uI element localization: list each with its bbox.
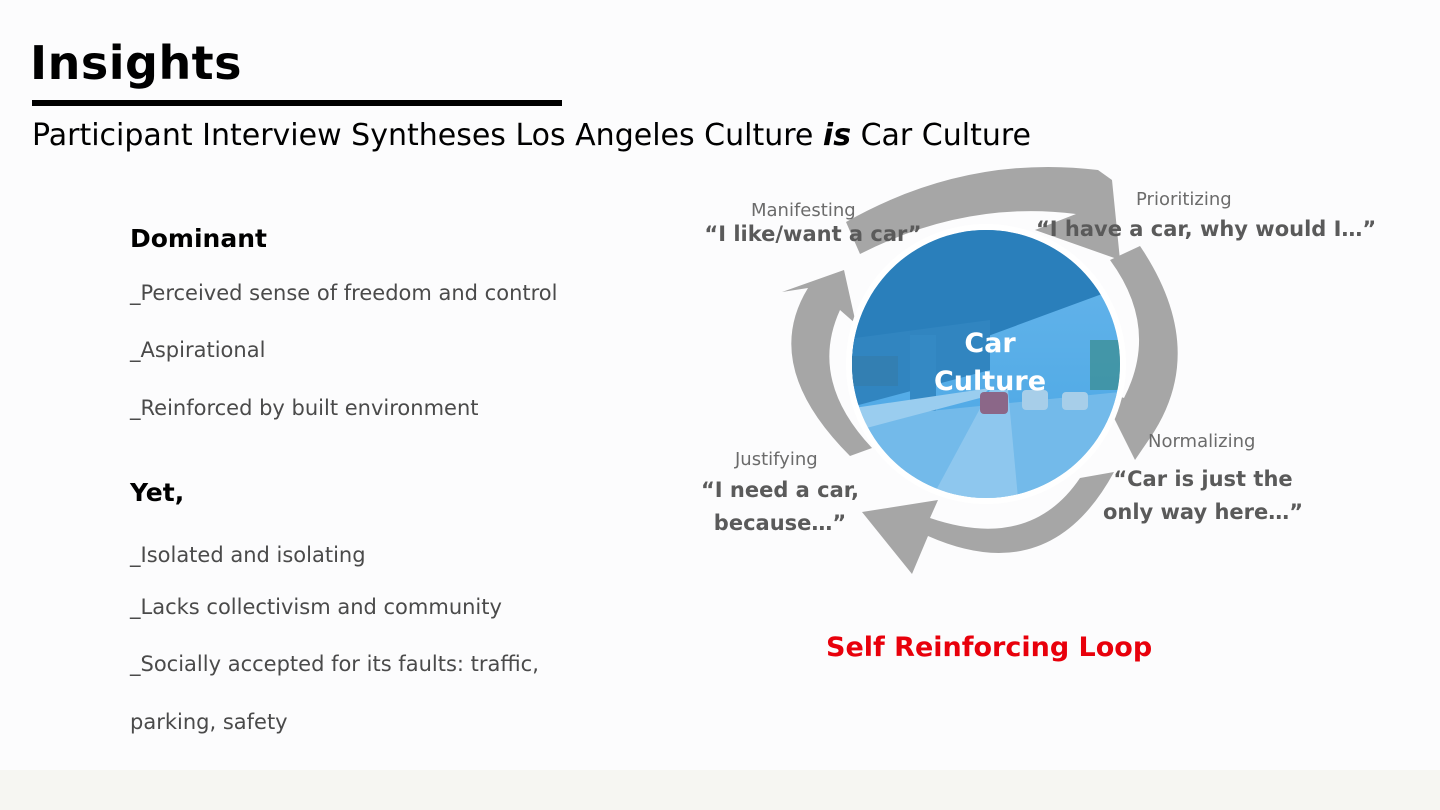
title-underline [32, 100, 562, 106]
quote-line: “I like/want a car” [704, 222, 922, 246]
quote-line: “I need a car, [700, 478, 860, 502]
center-label-line1: Car [964, 328, 1016, 359]
bottom-band [0, 770, 1440, 810]
dominant-item: _Perceived sense of freedom and control [130, 281, 558, 305]
stage-quote-normalizing: “Car is just the only way here…” [1100, 463, 1306, 529]
yet-item: _Socially accepted for its faults: traff… [130, 652, 539, 676]
stage-quote-prioritizing: “I have a car, why would I…” [1036, 213, 1377, 246]
page-title: Insights [30, 36, 243, 90]
stage-label-prioritizing: Prioritizing [1136, 189, 1232, 210]
yet-item: _Isolated and isolating [130, 543, 366, 567]
subtitle-text-start: Participant Interview Syntheses Los Ange… [32, 118, 823, 153]
loop-arrow-right [1100, 246, 1178, 460]
subtitle-text-end: Car Culture [851, 118, 1031, 153]
yet-heading: Yet, [130, 478, 185, 507]
car-culture-loop-diagram: Car Culture Manifesting “I like/want a c… [690, 160, 1390, 590]
stage-label-manifesting: Manifesting [751, 200, 856, 221]
loop-arrow-top [846, 166, 1120, 260]
loop-arrow-left [782, 270, 872, 456]
dominant-item: _Aspirational [130, 338, 266, 362]
loop-caption: Self Reinforcing Loop [826, 632, 1153, 663]
dominant-item: _Reinforced by built environment [130, 396, 479, 420]
stage-quote-manifesting: “I like/want a car” [698, 218, 928, 251]
page-subtitle: Participant Interview Syntheses Los Ange… [32, 118, 1031, 153]
dominant-heading: Dominant [130, 224, 267, 253]
car-culture-photo [852, 230, 1120, 498]
quote-line: “Car is just the [1113, 467, 1293, 491]
slide: Insights Participant Interview Syntheses… [30, 36, 1390, 734]
subtitle-emphasis: is [822, 118, 852, 153]
loop-arrows [782, 166, 1178, 574]
loop-graphic [782, 166, 1178, 574]
center-label: Car Culture [920, 325, 1060, 401]
quote-line: because…” [713, 511, 847, 535]
stage-quote-justifying: “I need a car, because…” [692, 474, 868, 540]
quote-line: “I have a car, why would I…” [1036, 217, 1377, 241]
loop-arrow-bottom [862, 472, 1114, 574]
stage-label-justifying: Justifying [735, 449, 818, 470]
yet-item: _Lacks collectivism and community [130, 595, 502, 619]
yet-item: parking, safety [130, 710, 288, 734]
center-label-line2: Culture [933, 366, 1047, 397]
quote-line: only way here…” [1102, 500, 1304, 524]
stage-label-normalizing: Normalizing [1148, 431, 1256, 452]
